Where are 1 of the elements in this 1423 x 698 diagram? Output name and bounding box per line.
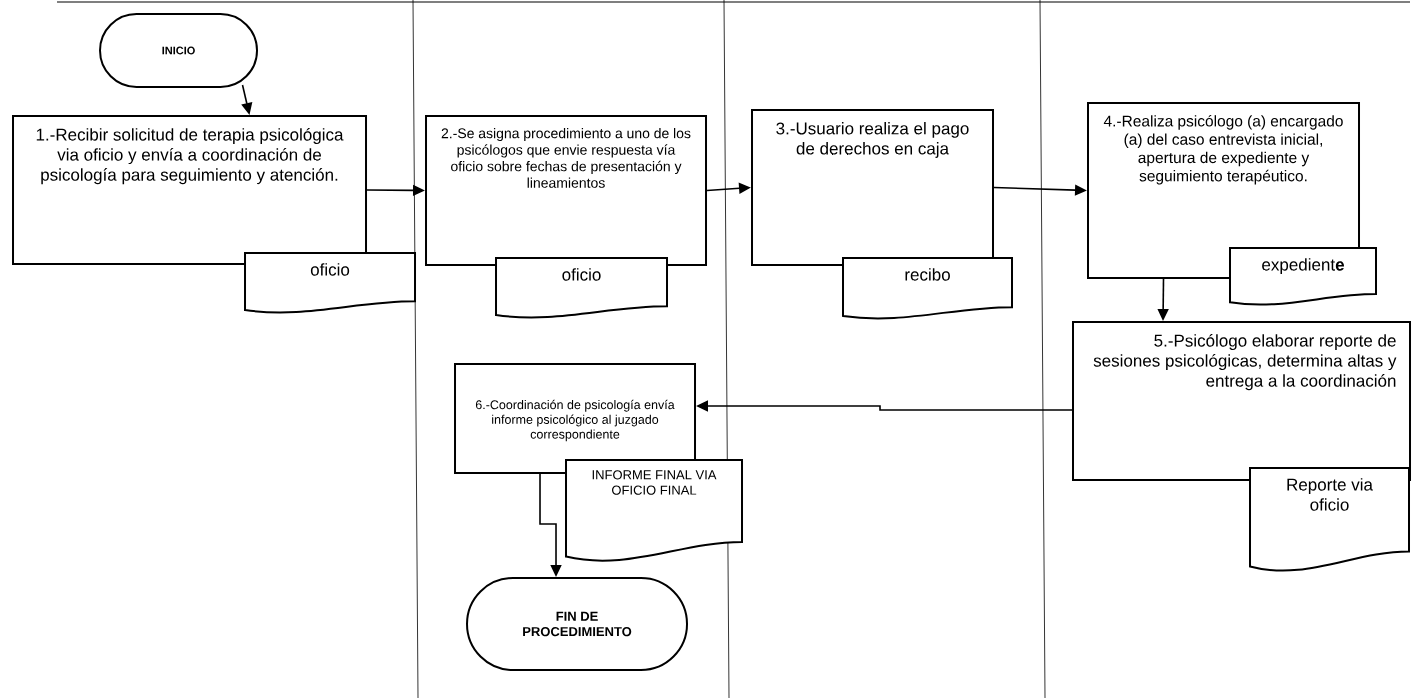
node-label: Reporte via oficio (1287, 478, 1373, 511)
